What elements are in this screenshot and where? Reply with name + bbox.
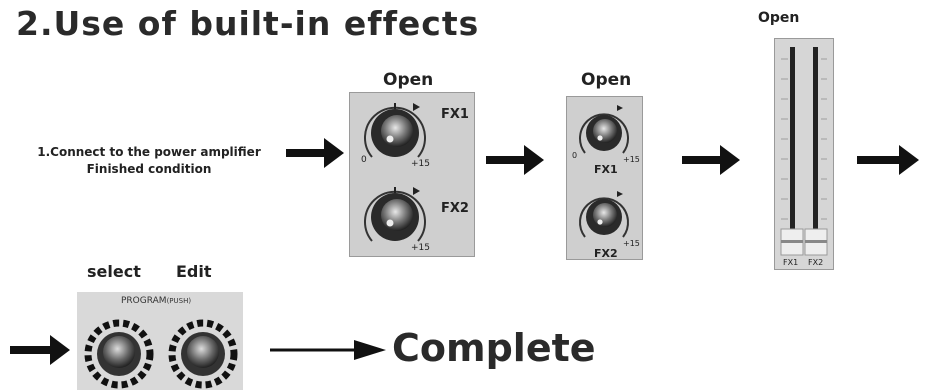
edit-label: Edit — [176, 262, 212, 281]
max-label: +15 — [411, 243, 430, 253]
fader-fx1-label: FX1 — [783, 258, 799, 267]
open-label-2: Open — [581, 70, 632, 90]
step-description: 1.Connect to the power amplifier Finishe… — [8, 144, 290, 178]
arrow-right-icon — [682, 145, 740, 175]
min-label: 0 — [361, 155, 367, 165]
select-label: select — [87, 262, 141, 281]
max-label: +15 — [623, 155, 640, 164]
fx-small-knob-panel: FX1 FX2 0 +15 +15 — [566, 96, 643, 260]
fx2-label: FX2 — [441, 201, 469, 216]
fader-fx2-label: FX2 — [808, 258, 824, 267]
step-line-2: Finished condition — [86, 162, 212, 176]
fader-panel: FX1 FX2 — [774, 38, 834, 270]
open-label-3: Open — [758, 10, 800, 26]
program-label: PROGRAM(PUSH) — [121, 296, 191, 306]
program-panel: PROGRAM(PUSH) — [77, 292, 243, 390]
knob-icon[interactable] — [567, 97, 642, 259]
arrow-right-icon — [857, 145, 919, 175]
max-label: +15 — [623, 239, 640, 248]
fader-icon[interactable] — [775, 39, 833, 269]
knob-icon[interactable] — [350, 93, 474, 256]
min-label: 0 — [572, 151, 578, 160]
page-title: 2.Use of built-in effects — [16, 4, 480, 43]
arrow-right-icon — [10, 335, 70, 365]
arrow-right-icon — [270, 340, 386, 360]
encoder-icon[interactable] — [77, 292, 243, 390]
fx-knob-panel: FX1 FX2 0 +15 +15 — [349, 92, 475, 257]
complete-label: Complete — [392, 326, 596, 370]
step-line-1: 1.Connect to the power amplifier — [37, 145, 261, 159]
fx1-label: FX1 — [594, 163, 618, 176]
push-text: (PUSH) — [166, 297, 192, 305]
program-text: PROGRAM — [121, 296, 167, 306]
arrow-right-icon — [486, 145, 544, 175]
open-label-1: Open — [383, 70, 434, 90]
arrow-right-icon — [286, 138, 344, 168]
fx2-label: FX2 — [594, 247, 618, 260]
max-label: +15 — [411, 159, 430, 169]
fx1-label: FX1 — [441, 107, 469, 122]
